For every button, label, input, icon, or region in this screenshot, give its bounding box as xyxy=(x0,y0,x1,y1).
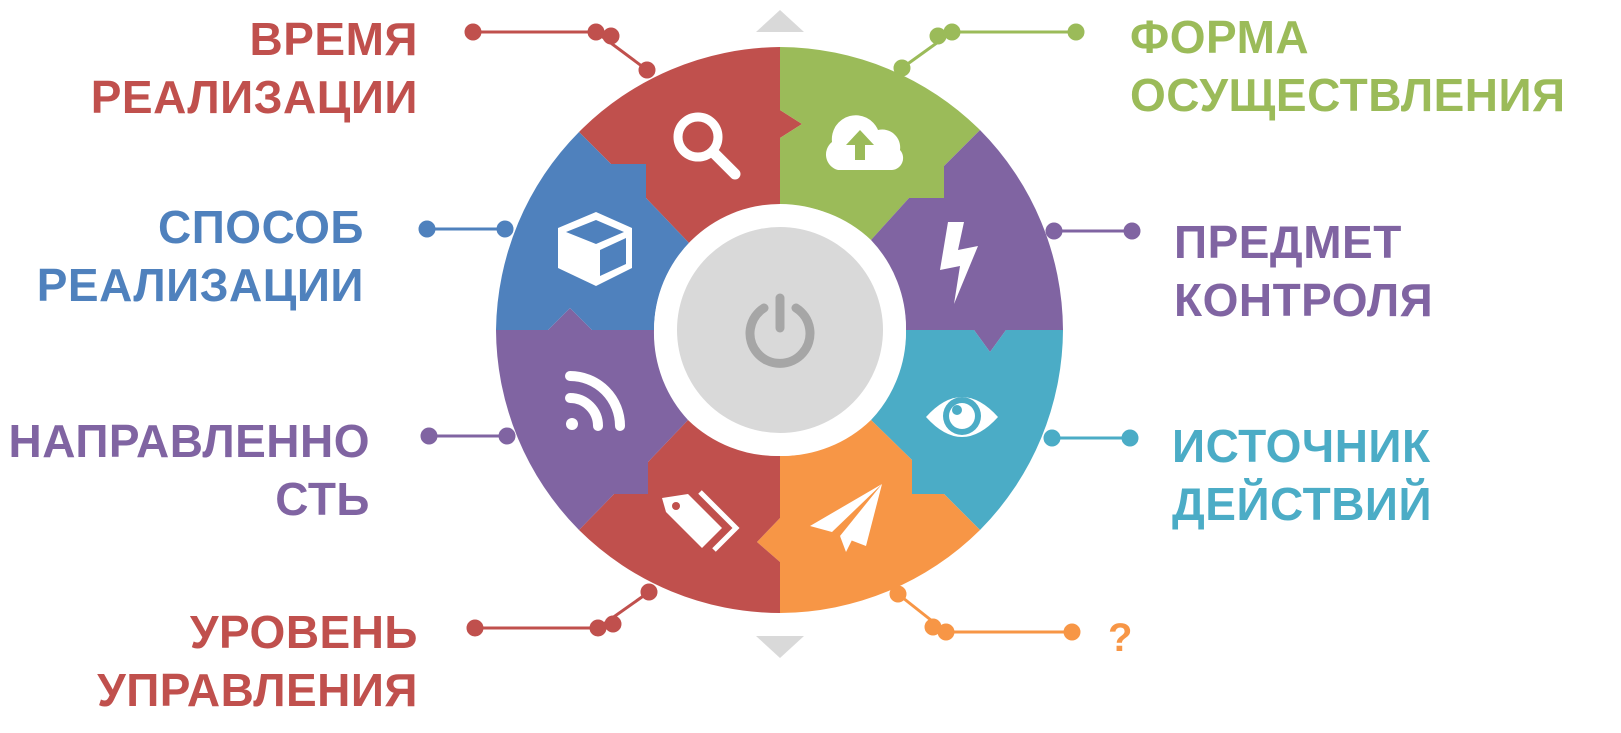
paper-plane-icon xyxy=(810,484,882,552)
tags-icon xyxy=(662,490,740,552)
label-time: ВРЕМЯ РЕАЛИЗАЦИИ xyxy=(0,10,418,126)
connector-subject xyxy=(1045,222,1141,240)
label-subject-line2: КОНТРОЛЯ xyxy=(1174,274,1434,326)
label-level-line1: УРОВЕНЬ xyxy=(189,606,418,658)
eye-icon xyxy=(926,397,998,437)
label-subject-line1: ПРЕДМЕТ xyxy=(1174,216,1402,268)
scroll-down-arrow[interactable] xyxy=(756,636,804,658)
connector-form xyxy=(893,23,1085,77)
cube-icon xyxy=(558,212,632,286)
power-icon xyxy=(745,293,815,368)
label-unknown-line1: ? xyxy=(1108,616,1133,660)
label-source-line1: ИСТОЧНИК xyxy=(1172,420,1431,472)
connector-level xyxy=(466,583,658,637)
label-subject: ПРЕДМЕТ КОНТРОЛЯ xyxy=(1174,213,1433,329)
label-source: ИСТОЧНИК ДЕЙСТВИЙ xyxy=(1172,417,1432,533)
label-unknown: ? xyxy=(1108,609,1133,667)
scroll-up-arrow[interactable] xyxy=(756,10,804,32)
connector-unknown xyxy=(889,585,1081,641)
search-icon xyxy=(673,112,741,180)
label-direction-line2: СТЬ xyxy=(275,473,370,525)
label-level-line2: УПРАВЛЕНИЯ xyxy=(97,664,418,716)
label-form: ФОРМА ОСУЩЕСТВЛЕНИЯ xyxy=(1130,8,1566,124)
label-source-line2: ДЕЙСТВИЙ xyxy=(1172,478,1433,530)
cloud-upload-icon xyxy=(825,115,904,170)
label-method: СПОСОБ РЕАЛИЗАЦИИ xyxy=(0,198,364,314)
connector-direction xyxy=(420,427,516,445)
label-time-line2: РЕАЛИЗАЦИИ xyxy=(90,71,418,123)
rss-icon xyxy=(565,371,625,431)
label-form-line2: ОСУЩЕСТВЛЕНИЯ xyxy=(1130,69,1566,121)
connector-time xyxy=(464,23,656,79)
label-time-line1: ВРЕМЯ xyxy=(249,13,418,65)
label-form-line1: ФОРМА xyxy=(1130,11,1310,63)
label-direction-line1: НАПРАВЛЕННО xyxy=(8,415,370,467)
label-method-line2: РЕАЛИЗАЦИИ xyxy=(36,259,364,311)
label-level: УРОВЕНЬ УПРАВЛЕНИЯ xyxy=(0,603,418,719)
segment-time[interactable] xyxy=(579,47,802,243)
segment-subject[interactable] xyxy=(871,130,1063,352)
label-direction: НАПРАВЛЕННО СТЬ xyxy=(0,412,370,528)
connector-source xyxy=(1043,429,1139,447)
connector-method xyxy=(418,220,514,238)
lightning-icon xyxy=(940,222,978,304)
label-method-line1: СПОСОБ xyxy=(158,201,364,253)
